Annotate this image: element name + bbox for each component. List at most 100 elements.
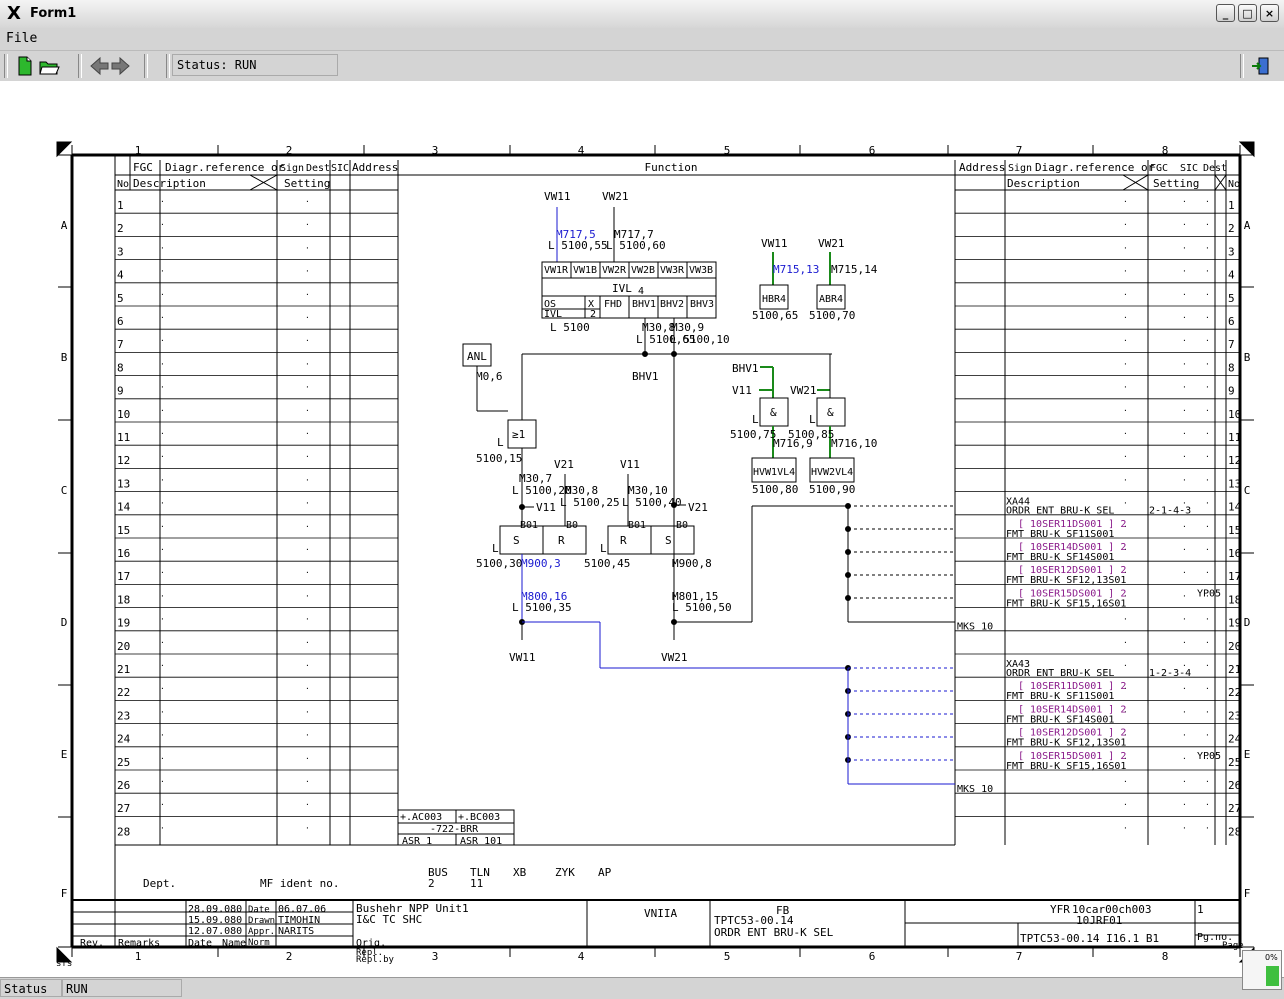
left-line-number: 1 — [117, 199, 124, 212]
row-dot: · — [160, 638, 165, 647]
marker-m800-16: M800,16 — [521, 590, 567, 603]
row-dot: · — [160, 290, 165, 299]
row-letter-left: B — [61, 351, 68, 364]
minimize-button[interactable]: _ — [1216, 4, 1235, 22]
right-line-number: 10 — [1228, 408, 1241, 421]
row-dot: · — [1182, 336, 1187, 345]
row-dot: · — [305, 707, 310, 716]
exit-icon[interactable] — [1250, 55, 1272, 77]
left-header-sign: Sign — [280, 163, 304, 174]
row-dot: · — [1182, 406, 1187, 415]
right-line-number: 5 — [1228, 292, 1235, 305]
right-line-number: 23 — [1228, 709, 1241, 722]
row-dot: · — [1123, 499, 1128, 508]
address-5100-75: 5100,75 — [730, 428, 776, 441]
row-dot: · — [1123, 615, 1128, 624]
marker-m30-8: M30,8 — [642, 321, 675, 334]
close-button[interactable]: × — [1260, 4, 1279, 22]
row-dot: · — [1182, 731, 1187, 740]
right-entry-reference: [ 10SER14DS001 ] 2 — [1018, 542, 1126, 553]
column-number-top: 1 — [135, 144, 142, 157]
column-number-top: 3 — [432, 144, 439, 157]
signal-v21: V21 — [554, 458, 574, 471]
ivl-2: 2 — [590, 309, 596, 320]
marker-m801-15: M801,15 — [672, 590, 718, 603]
ivl-sub: IVL — [544, 309, 562, 320]
row-dot: · — [160, 731, 165, 740]
row-dot: · — [305, 336, 310, 345]
code-bus-value: 2 — [428, 877, 435, 890]
left-line-number: 20 — [117, 640, 130, 653]
row-dot: · — [1123, 290, 1128, 299]
left-line-number: 15 — [117, 524, 130, 537]
title-doc: TPTC53-00.14 — [714, 914, 794, 927]
flipflop-s-left: S — [513, 534, 520, 547]
address-5100-30: 5100,30 — [476, 557, 522, 570]
title-org: VNIIA — [644, 907, 677, 920]
row-dot: · — [1182, 638, 1187, 647]
menu-file[interactable]: File — [6, 31, 38, 46]
left-line-number: 27 — [117, 802, 130, 815]
right-entry-sign: XA43 — [1006, 659, 1030, 670]
marker-m715-14: M715,14 — [831, 263, 878, 276]
right-line-number: 14 — [1228, 501, 1242, 514]
address-5100-65: L 5100,65 — [636, 333, 696, 346]
signal-vw21-right: VW21 — [818, 237, 845, 250]
left-line-number: 12 — [117, 454, 130, 467]
ivl-name: IVL — [612, 282, 632, 295]
row-dot: · — [1123, 568, 1128, 577]
open-folder-icon[interactable] — [38, 55, 60, 77]
forward-arrow-icon[interactable] — [110, 55, 132, 77]
left-line-number: 13 — [117, 477, 130, 490]
code-bus: BUS — [428, 866, 448, 879]
right-entry-description: ORDR ENT BRU-K SEL — [1006, 506, 1114, 517]
row-dot: · — [160, 800, 165, 809]
back-arrow-icon[interactable] — [88, 55, 110, 77]
right-line-number: 16 — [1228, 547, 1241, 560]
row-dot: · — [305, 197, 310, 206]
row-dot: · — [1123, 522, 1128, 531]
code-tln-value: 11 — [470, 877, 483, 890]
row-dot: · — [305, 267, 310, 276]
x-window-icon[interactable]: X — [7, 3, 21, 24]
ivl-output-OS: OS — [544, 299, 556, 310]
left-line-number: 6 — [117, 315, 124, 328]
left-line-number: 23 — [117, 709, 130, 722]
code-zyk: ZYK — [555, 866, 575, 879]
row-dot: · — [1123, 359, 1128, 368]
row-dot: · — [1205, 568, 1210, 577]
left-header-description: Description — [133, 177, 206, 190]
right-line-number: 19 — [1228, 617, 1241, 630]
row-dot: · — [1182, 777, 1187, 786]
row-dot: · — [305, 383, 310, 392]
right-entry-sign: XA44 — [1006, 497, 1030, 508]
title-date: 12.07.080 — [188, 926, 242, 937]
column-number-bottom: 1 — [135, 950, 142, 963]
address-5100-45: 5100,45 — [584, 557, 630, 570]
marker-m716-9: M716,9 — [773, 437, 813, 450]
marker-m30-9: M30,9 — [671, 321, 704, 334]
left-line-number: 19 — [117, 617, 130, 630]
title-date: 15.09.080 — [188, 915, 242, 926]
row-dot: · — [305, 499, 310, 508]
code-ap: AP — [598, 866, 612, 879]
signal-v11-left: V11 — [536, 501, 556, 514]
maximize-button[interactable]: □ — [1238, 4, 1257, 22]
row-dot: · — [1182, 661, 1187, 670]
row-dot: · — [305, 731, 310, 740]
title-page: Page — [1222, 941, 1244, 951]
new-document-icon[interactable] — [14, 55, 36, 77]
title-rev: Rev. — [80, 938, 104, 949]
ivl-output-X: X — [588, 299, 594, 310]
row-letter-left: E — [61, 748, 68, 761]
address-bc003: +.BC003 — [458, 812, 500, 823]
row-dot: · — [1205, 731, 1210, 740]
left-line-number: 22 — [117, 686, 130, 699]
ivl-output-BHV2: BHV2 — [660, 299, 684, 310]
row-dot: · — [1182, 754, 1187, 763]
row-dot: · — [1182, 313, 1187, 322]
row-dot: · — [1182, 290, 1187, 299]
